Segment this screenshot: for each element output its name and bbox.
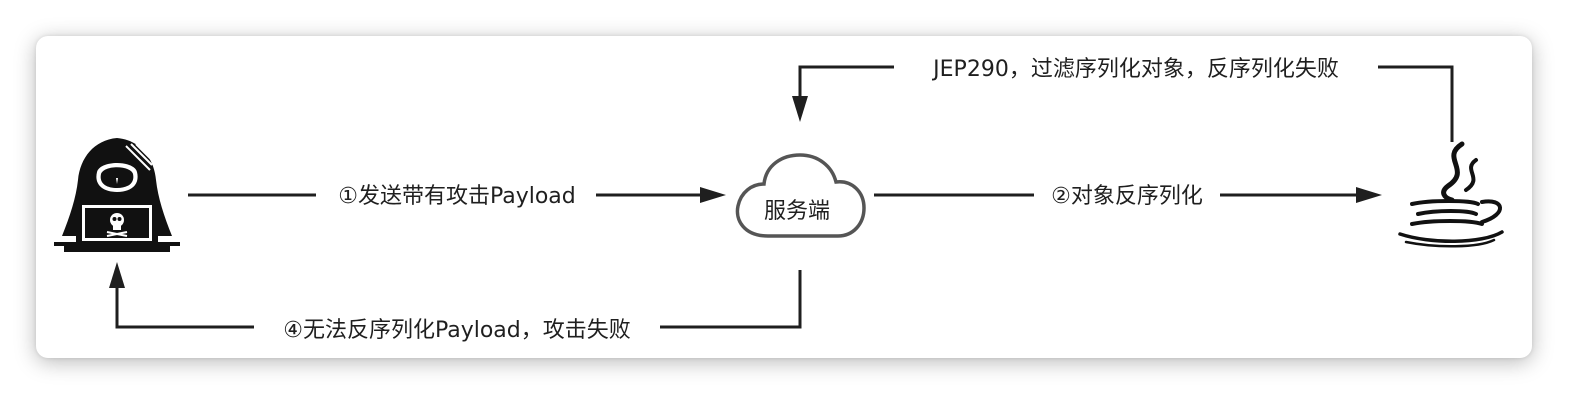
server-label: 服务端 [764,199,830,224]
edge-send-payload-label: ①发送带有攻击Payload [338,184,576,209]
edge-deserialize: ②对象反序列化 [874,182,1382,210]
java-cup-icon [1398,141,1504,248]
edge-fail-arrowhead [109,262,125,288]
edge-jep290: JEP290，过滤序列化对象，反序列化失败 [792,54,1454,142]
cloud-icon [735,153,866,238]
hacker-laptop-icon [54,138,180,252]
edge-fail: ④无法反序列化Payload，攻击失败 [109,262,802,343]
edge-send-payload-arrowhead [700,187,726,203]
edge-send-payload: ①发送带有攻击Payload [188,182,726,210]
edge-jep290-arrowhead [792,96,808,122]
edge-deserialize-arrowhead [1356,187,1382,203]
edge-jep290-label: JEP290，过滤序列化对象，反序列化失败 [931,57,1339,82]
edge-deserialize-label: ②对象反序列化 [1051,184,1203,209]
server-node: 服务端 [735,153,866,238]
edge-fail-label: ④无法反序列化Payload，攻击失败 [283,318,631,343]
